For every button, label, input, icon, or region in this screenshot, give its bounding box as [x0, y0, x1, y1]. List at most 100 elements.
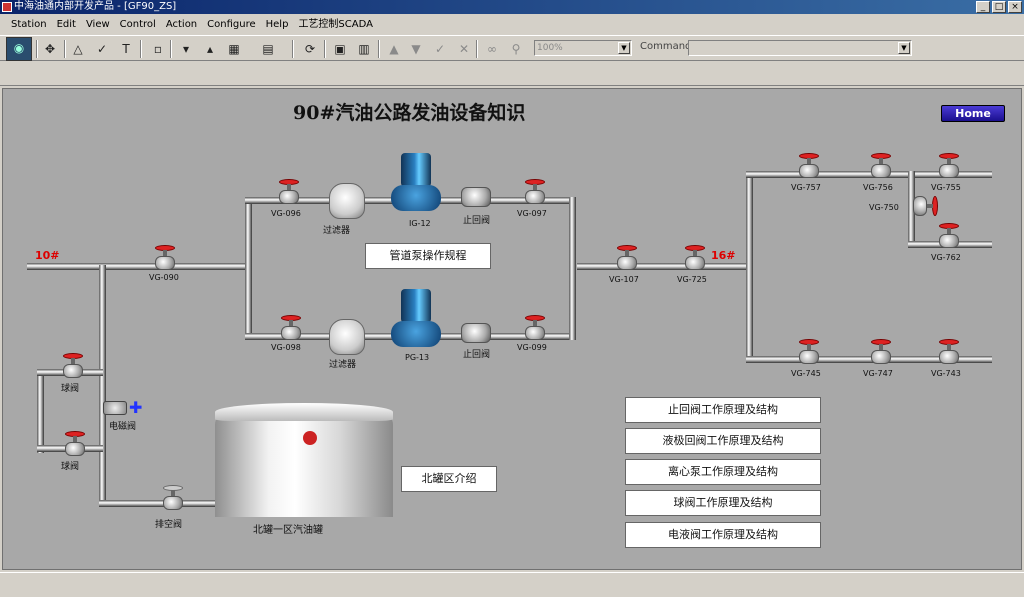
filter-icon[interactable]	[329, 183, 365, 219]
menu-bar: Station Edit View Control Action Configu…	[0, 16, 1024, 34]
ball-valve[interactable]	[57, 353, 89, 379]
pipe-tag-in: 10#	[35, 249, 60, 262]
pipe	[99, 500, 219, 507]
filter-icon[interactable]	[329, 319, 365, 355]
text-icon[interactable]: T	[122, 42, 130, 56]
check-icon[interactable]: ✓	[434, 42, 446, 56]
pipe	[245, 197, 252, 337]
up-icon[interactable]: ▲	[389, 42, 399, 56]
bars-icon[interactable]: ▥	[358, 42, 370, 56]
check-valve-info-button[interactable]: 止回阀工作原理及结构	[625, 397, 821, 423]
gate-valve[interactable]	[865, 153, 897, 179]
north-tank-intro-button[interactable]: 北罐区介绍	[401, 466, 497, 492]
chart-icon[interactable]: ▤	[262, 42, 274, 56]
toolbar-separator	[324, 40, 326, 58]
acknowledge-icon[interactable]: ✓	[96, 42, 108, 56]
gate-valve[interactable]	[679, 245, 711, 271]
toolbar-separator	[140, 40, 142, 58]
zoom-combo[interactable]: 100%▼	[534, 40, 632, 56]
grid-icon[interactable]: ▦	[228, 42, 240, 56]
menu-configure[interactable]: Configure	[207, 19, 256, 30]
check-valve-icon[interactable]	[461, 323, 491, 343]
toolbar-secondary	[0, 62, 1024, 86]
pipe	[746, 356, 992, 363]
menu-view[interactable]: View	[85, 19, 110, 30]
maximize-button[interactable]: □	[992, 1, 1006, 13]
gate-valve[interactable]	[275, 315, 307, 341]
gate-valve[interactable]	[519, 179, 551, 205]
gate-valve[interactable]	[611, 245, 643, 271]
gate-valve[interactable]	[933, 223, 965, 249]
gate-valve[interactable]	[933, 339, 965, 365]
menu-station[interactable]: Station	[11, 19, 47, 30]
ball-valve-info-button[interactable]: 球阀工作原理及结构	[625, 490, 821, 516]
pump-icon[interactable]	[391, 153, 441, 215]
drain-valve[interactable]	[157, 485, 189, 511]
valve-label: VG-750	[869, 203, 899, 212]
close-button[interactable]: ×	[1008, 1, 1022, 13]
chevron-down-icon[interactable]: ▼	[618, 42, 630, 54]
valve-label: VG-755	[931, 183, 961, 192]
storage-tank[interactable]	[215, 403, 393, 517]
pipeline-procedure-button[interactable]: 管道泵操作规程	[365, 243, 491, 269]
command-label: Command	[640, 41, 692, 52]
pipe	[569, 197, 576, 340]
drain-valve-info-button[interactable]: 电液阀工作原理及结构	[625, 522, 821, 548]
page-title: 90#汽油公路发油设备知识	[293, 102, 526, 124]
solenoid-actuator-icon: ✚	[129, 398, 143, 417]
gate-valve[interactable]	[793, 339, 825, 365]
down-icon[interactable]: ▼	[411, 42, 421, 56]
station-icon[interactable]: ◉	[6, 37, 32, 61]
check-valve-label: 止回阀	[463, 350, 491, 360]
gate-valve[interactable]	[865, 339, 897, 365]
gate-valve[interactable]	[933, 153, 965, 179]
page-icon[interactable]: ▫	[153, 42, 163, 56]
tank-label: 北罐一区汽油罐	[253, 525, 323, 536]
trend-icon[interactable]: ▣	[334, 42, 346, 56]
alarm-icon[interactable]: △	[73, 42, 83, 56]
solenoid-valve[interactable]: ✚	[103, 399, 149, 417]
pump-label: PG-13	[405, 353, 430, 362]
command-input[interactable]: ▼	[688, 40, 912, 56]
valve-label: VG-097	[517, 209, 547, 218]
gate-valve[interactable]	[793, 153, 825, 179]
move-icon[interactable]: ✥	[44, 42, 56, 56]
menu-control[interactable]: Control	[119, 19, 156, 30]
toolbar-separator	[476, 40, 478, 58]
gate-valve[interactable]	[149, 245, 181, 271]
valve-label: VG-107	[609, 275, 639, 284]
pump-icon[interactable]	[391, 289, 441, 351]
filter-label: 过滤器	[329, 360, 357, 370]
gate-valve[interactable]	[912, 190, 938, 222]
status-bar	[0, 572, 1024, 597]
check-valve-label: 止回阀	[463, 216, 491, 226]
centrifugal-pump-info-button[interactable]: 离心泵工作原理及结构	[625, 459, 821, 485]
valve-label: VG-099	[517, 343, 547, 352]
home-button[interactable]: Home	[941, 105, 1005, 122]
open-display-icon[interactable]: ▾	[182, 42, 190, 56]
scada-display: 90#汽油公路发油设备知识 Home 10# 16# VG-090 VG-096…	[2, 88, 1022, 570]
menu-action[interactable]: Action	[165, 19, 198, 30]
chevron-down-icon[interactable]: ▼	[898, 42, 910, 54]
valve-label: VG-096	[271, 209, 301, 218]
valve-label: VG-756	[863, 183, 893, 192]
menu-edit[interactable]: Edit	[56, 19, 76, 30]
gate-valve[interactable]	[519, 315, 551, 341]
menu-help[interactable]: Help	[265, 19, 289, 30]
link-icon[interactable]: ∞	[487, 42, 497, 56]
pipe-tag-out: 16#	[711, 249, 736, 262]
check-valve-icon[interactable]	[461, 187, 491, 207]
valve-label: VG-745	[791, 369, 821, 378]
gate-valve[interactable]	[273, 179, 305, 205]
zoom-icon[interactable]: ⚲	[511, 42, 521, 56]
minimize-button[interactable]: _	[976, 1, 990, 13]
toolbar-separator	[292, 40, 294, 58]
refresh-icon[interactable]: ⟳	[304, 42, 316, 56]
ball-valve[interactable]	[59, 431, 91, 457]
cancel-icon[interactable]: ✕	[458, 42, 470, 56]
toolbar-separator	[378, 40, 380, 58]
menu-scada[interactable]: 工艺控制SCADA	[298, 19, 373, 30]
pipe	[99, 265, 106, 505]
image-icon[interactable]: ▴	[206, 42, 214, 56]
liquid-valve-info-button[interactable]: 液极回阀工作原理及结构	[625, 428, 821, 454]
